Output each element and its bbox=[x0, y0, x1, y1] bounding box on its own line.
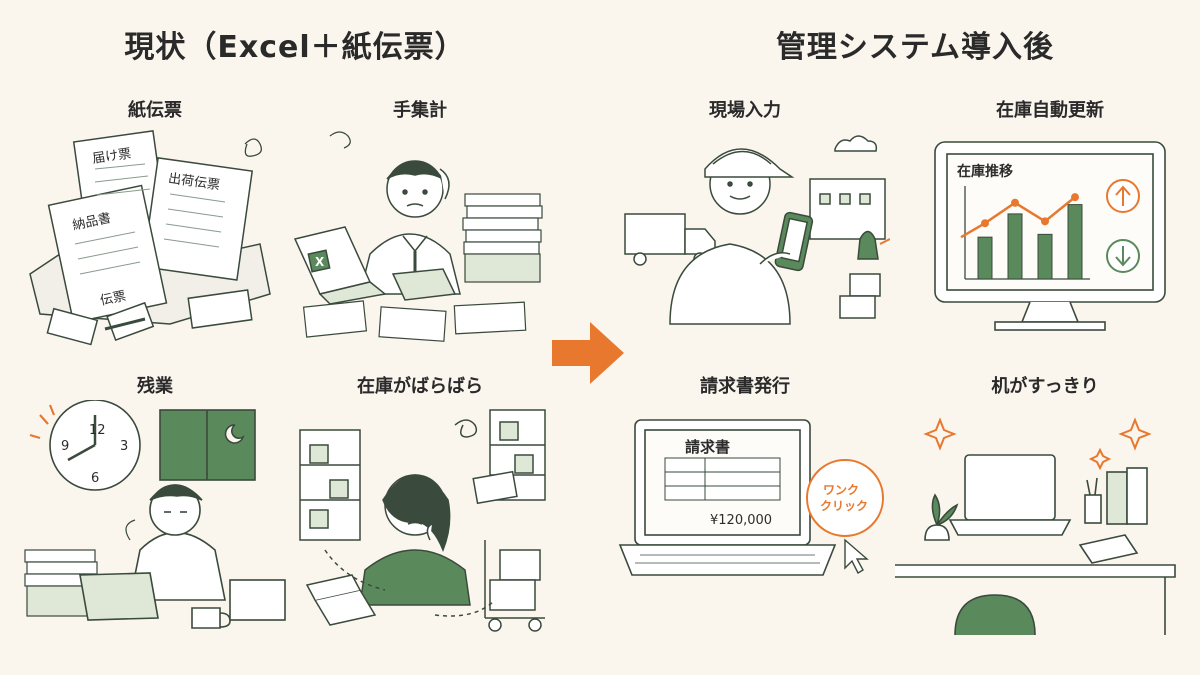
panel-label-manual-counting: 手集計 bbox=[393, 100, 447, 121]
panel-tidy-desk: 机がすっきり bbox=[895, 372, 1195, 636]
badge-text-line1: ワンク bbox=[823, 483, 859, 497]
doc-label-slip: 伝票 bbox=[99, 289, 128, 309]
clock-number-9: 9 bbox=[61, 439, 69, 454]
sparkle-icon bbox=[923, 417, 1152, 471]
field-input-illustration bbox=[624, 135, 890, 325]
panel-paper-slips: 紙伝票 届け票 出荷伝票 納品書 伝票 bbox=[20, 96, 290, 356]
panel-label-scattered-inventory: 在庫がばらばら bbox=[357, 376, 483, 397]
inventory-monitor-illustration: 在庫推移 bbox=[934, 141, 1166, 331]
panel-label-tidy-desk: 机がすっきり bbox=[991, 376, 1099, 397]
moon-icon bbox=[224, 424, 245, 444]
chart-trend-line bbox=[960, 193, 1079, 239]
arrow-up-icon bbox=[1106, 179, 1140, 213]
laptop-icon bbox=[964, 454, 1056, 521]
tidy-desk-illustration bbox=[895, 417, 1176, 636]
panel-overtime: 残業 12 bbox=[20, 372, 290, 632]
chart-point-2 bbox=[1011, 198, 1019, 207]
chart-bar-4 bbox=[1067, 204, 1083, 280]
right-arrow-icon bbox=[552, 322, 624, 384]
stress-scribble-icon bbox=[244, 138, 263, 157]
clock-number-6: 6 bbox=[91, 471, 99, 486]
manual-counting-illustration: X bbox=[293, 131, 543, 342]
chart-bars bbox=[977, 204, 1083, 280]
overtime-illustration: 12 3 6 9 bbox=[24, 400, 286, 629]
office-chair-icon bbox=[954, 594, 1036, 636]
badge-text-line2: クリック bbox=[820, 499, 868, 513]
doc-label-shipping-slip: 出荷伝票 bbox=[167, 171, 221, 193]
one-click-badge: ワンク クリック bbox=[806, 459, 884, 537]
laptop-keyboard bbox=[618, 544, 837, 576]
chart-bar-2 bbox=[1007, 213, 1023, 280]
panel-manual-counting: 手集計 bbox=[285, 96, 555, 356]
doc-label-delivery-note: 届け票 bbox=[91, 147, 132, 167]
monitor-chart-title: 在庫推移 bbox=[957, 163, 1013, 180]
panel-label-invoice-issuing: 請求書発行 bbox=[700, 376, 790, 397]
before-section-title: 現状（Excel＋紙伝票） bbox=[124, 30, 466, 65]
mouse-cursor-icon bbox=[844, 538, 869, 574]
panel-invoice-issuing: 請求書発行 請求書 ¥120,000 ワンク クリック bbox=[610, 372, 884, 632]
chart-bar-3 bbox=[1037, 233, 1053, 280]
arrow-down-icon bbox=[1106, 239, 1140, 273]
panel-field-input: 現場入力 bbox=[610, 96, 890, 356]
panel-scattered-inventory: 在庫がばらばら bbox=[285, 372, 555, 632]
panel-auto-inventory-update: 在庫自動更新 在庫推移 bbox=[915, 96, 1185, 356]
plant-pot-icon bbox=[924, 524, 950, 541]
panel-label-paper-slips: 紙伝票 bbox=[128, 100, 182, 121]
invoice-amount: ¥120,000 bbox=[710, 513, 772, 528]
notebook-icon bbox=[1078, 534, 1139, 564]
delivery-truck-icon bbox=[624, 213, 686, 255]
paper-pile-illustration: 届け票 出荷伝票 納品書 伝票 bbox=[29, 130, 271, 346]
clock-number-3: 3 bbox=[120, 439, 128, 454]
scattered-inventory-illustration bbox=[299, 409, 546, 632]
pen-icon bbox=[104, 317, 146, 331]
excel-icon: X bbox=[315, 255, 325, 269]
invoice-title: 請求書 bbox=[685, 438, 730, 456]
clock-number-12: 12 bbox=[89, 423, 106, 438]
chart-point-4 bbox=[1071, 193, 1079, 202]
chart-point-3 bbox=[1041, 217, 1049, 226]
cloud-icon bbox=[834, 135, 878, 152]
after-section-title: 管理システム導入後 bbox=[775, 30, 1055, 65]
warehouse-building bbox=[809, 178, 886, 240]
pen-holder-icon bbox=[1084, 494, 1102, 524]
panel-label-overtime: 残業 bbox=[137, 376, 173, 397]
desk-top bbox=[895, 564, 1176, 578]
chart-bar-1 bbox=[977, 236, 993, 280]
panel-label-field-input: 現場入力 bbox=[709, 100, 781, 121]
panel-label-auto-inventory-update: 在庫自動更新 bbox=[996, 100, 1104, 121]
invoice-laptop-illustration: 請求書 ¥120,000 ワンク クリック bbox=[618, 419, 884, 576]
chart-point-1 bbox=[981, 219, 989, 228]
